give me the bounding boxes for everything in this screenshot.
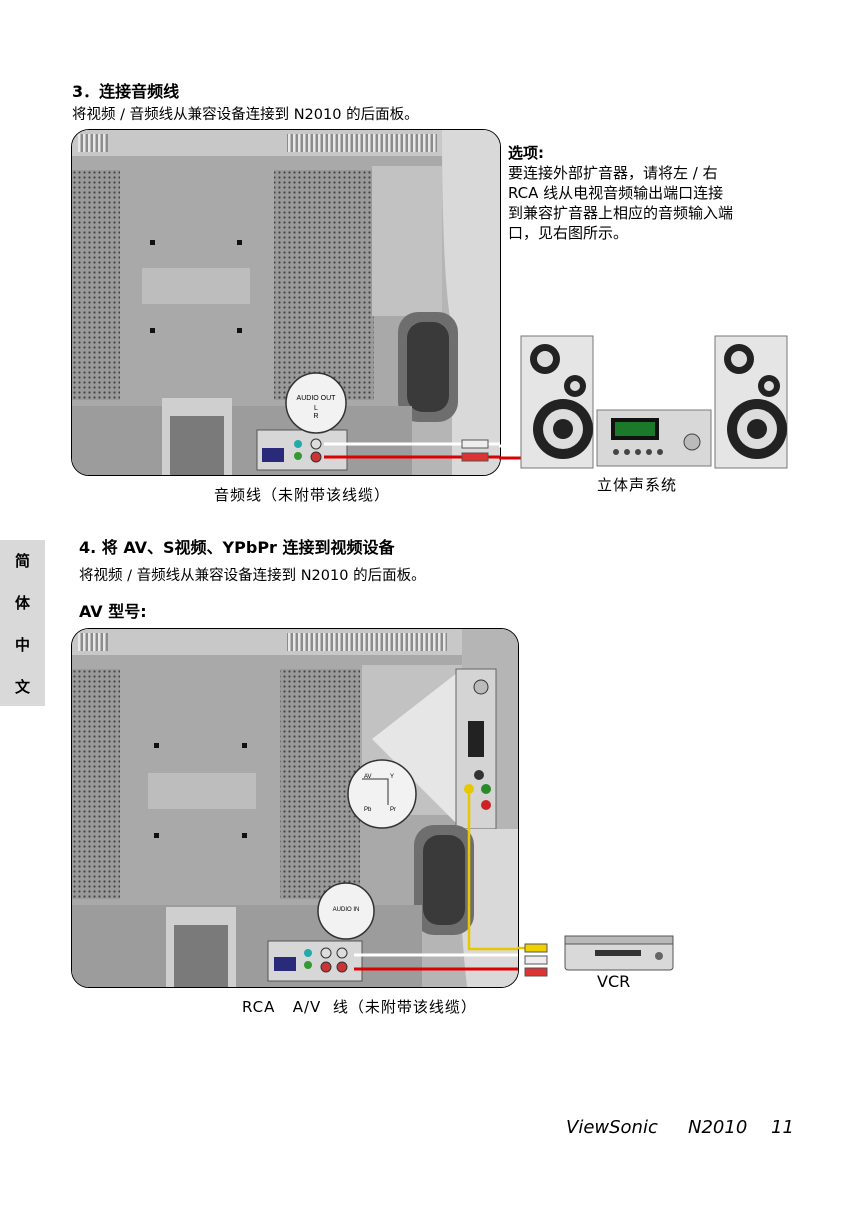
section4-body: 将视频 / 音频线从兼容设备连接到 N2010 的后面板。 [79,568,426,584]
tv-rear-panel-illustration: AUDIO OUT L R [72,130,500,475]
zoom-pr-label: Pr [390,807,396,813]
language-tab: 简 体 中 文 [0,540,45,706]
tv-back-diagram-audio: AUDIO OUT L R [71,129,501,476]
zoom-pb-label: Pb [364,807,372,813]
option-line: RCA 线从电视音频输出端口连接 [508,184,724,202]
footer-model: N2010 [688,1117,748,1138]
language-tab-char: 简 [14,552,30,570]
option-text: 要连接外部扩音器，请将左 / 右 RCA 线从电视音频输出端口连接 到兼容扩音器… [508,163,798,243]
left-speaker-icon [520,335,594,469]
vcr-illustration [517,935,674,977]
audio-in-zoom-label: AUDIO IN [333,907,360,913]
audio-out-zoom-label: AUDIO OUT [297,395,337,402]
av-cable-caption: RCA A/V 线（未附带该线缆） [242,998,477,1016]
footer-brand: ViewSonic [566,1117,658,1138]
stereo-system-illustration [499,335,788,469]
vcr-icon [564,935,674,971]
section4-heading: 4. 将 AV、S视频、YPbPr 连接到视频设备 [79,538,395,557]
stereo-system-caption: 立体声系统 [597,476,678,494]
option-line: 要连接外部扩音器，请将左 / 右 [508,164,718,182]
language-tab-char: 中 [14,636,30,654]
section3-body: 将视频 / 音频线从兼容设备连接到 N2010 的后面板。 [72,107,419,123]
right-speaker-icon [714,335,788,469]
option-line: 到兼容扩音器上相应的音频输入端 [508,204,734,222]
language-tab-char: 文 [14,678,30,696]
zoom-av-label: AV [364,774,372,780]
audio-out-r-label: R [313,413,318,420]
language-tab-char: 体 [14,594,30,612]
tv-back-diagram-av: AV Y Pb Pr AUDIO IN [71,628,519,988]
section4-subheading: AV 型号: [79,602,147,621]
audio-cable-caption: 音频线（未附带该线缆） [214,486,391,504]
section3-heading: 3．连接音频线 [72,82,180,101]
footer-page-number: 11 [771,1117,794,1138]
vcr-label: VCR [597,972,631,991]
tv-rear-panel-av-illustration: AV Y Pb Pr AUDIO IN [72,629,518,987]
option-title: 选项: [508,144,544,162]
option-line: 口，见右图所示。 [508,224,629,242]
zoom-y-label: Y [390,774,394,780]
receiver-icon [596,409,712,467]
audio-out-l-label: L [314,405,318,412]
